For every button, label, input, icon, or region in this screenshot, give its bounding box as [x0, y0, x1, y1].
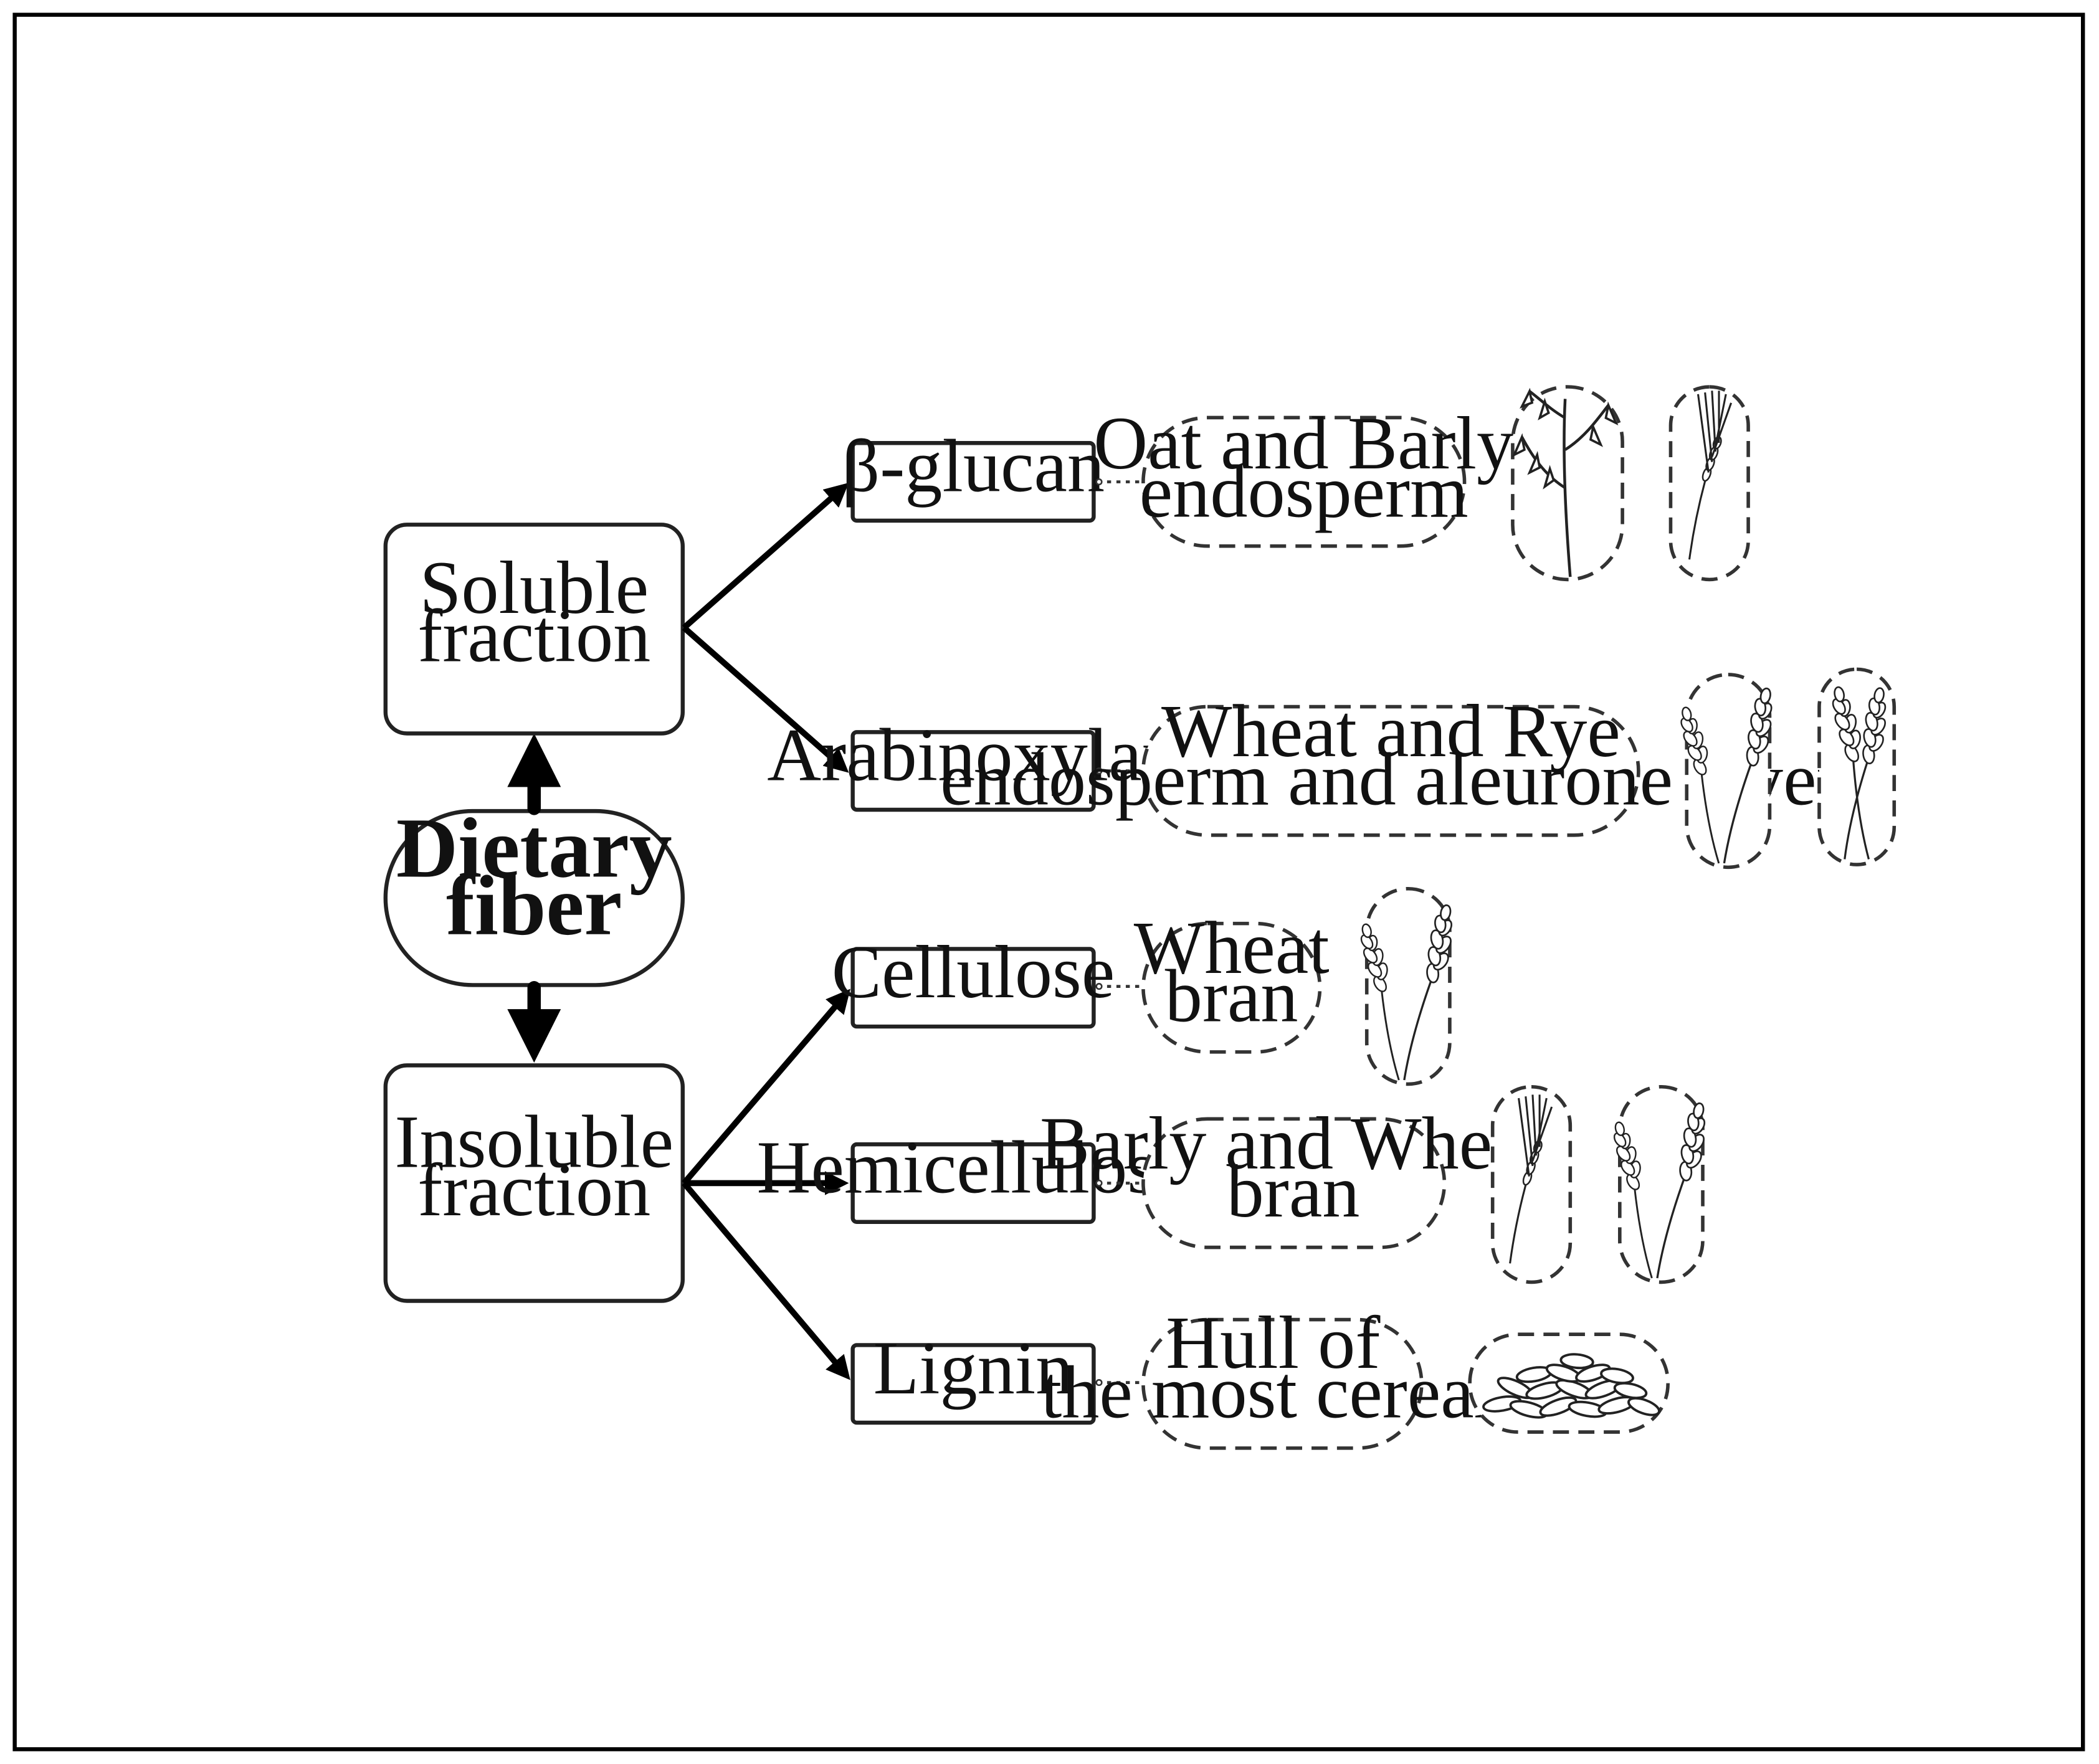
wheat-ears-icon [1607, 1084, 1716, 1284]
soluble-fraction-node: Soluble fraction [383, 523, 685, 736]
hemicellulose-source: Barly and Wheat bran [1040, 1102, 1546, 1250]
component-label: Hemicellulose [757, 1126, 1190, 1209]
soluble-label-line1: Soluble [419, 547, 649, 630]
insoluble-label-line2: fraction [417, 1149, 650, 1232]
lignin-source: Hull of the most cereals [1041, 1302, 1524, 1450]
component-label: β-glucan [842, 425, 1105, 508]
source-line1: Wheat and Rye [1161, 690, 1621, 773]
wheat-ears-icon [1673, 673, 1782, 870]
source-line1: Hull of [1166, 1302, 1381, 1385]
component-label: Cellulose [832, 931, 1115, 1014]
grain-hulls-icon [1468, 1332, 1670, 1434]
source-line1: Oat and Barly [1093, 402, 1514, 485]
beta-glucan-source: Oat and Barly endosperm [1093, 402, 1514, 548]
barley-spike-icon [1490, 1084, 1573, 1284]
lignin-node: Lignin [850, 1327, 1096, 1425]
cellulose-node: Cellulose [832, 931, 1115, 1029]
source-line2: bran [1227, 1150, 1360, 1233]
source-line2: endosperm [1140, 450, 1468, 533]
arrow-lignin [682, 1181, 850, 1380]
insoluble-fraction-node: Insoluble fraction [383, 1063, 685, 1303]
hemicellulose-node: Hemicellulose [757, 1126, 1190, 1224]
rye-ears-icon [1817, 667, 1897, 866]
branch-arrows [682, 482, 850, 1380]
component-label: Lignin [873, 1327, 1073, 1410]
arrow-cellulose [682, 989, 850, 1185]
dietary-fiber-label-line1: Dietary [396, 800, 672, 895]
outer-frame [12, 12, 2085, 1752]
soluble-label-line2: fraction [417, 595, 650, 678]
arrow-beta-glucan [682, 482, 849, 630]
source-line2: bran [1165, 955, 1298, 1038]
oat-plant-icon [1511, 385, 1624, 582]
beta-glucan-node: β-glucan [842, 425, 1105, 523]
source-line1: Barly and Wheat [1040, 1102, 1546, 1185]
insoluble-label-line1: Insoluble [394, 1101, 673, 1184]
wheat-ears-icon [1354, 886, 1463, 1086]
arabinoxylan-node: Arabinoxylan [767, 714, 1179, 812]
source-line2: the most cereals [1041, 1351, 1524, 1434]
cellulose-source: Wheat bran [1134, 907, 1330, 1054]
dietary-fiber-label-line2: fiber [446, 858, 622, 953]
dietary-fiber-node: Dietary fiber [383, 800, 685, 987]
arrow-arabinoxylan [682, 625, 849, 773]
source-line1: Wheat [1134, 907, 1330, 990]
component-label: Arabinoxylan [767, 714, 1179, 797]
barley-spike-icon [1668, 385, 1750, 582]
